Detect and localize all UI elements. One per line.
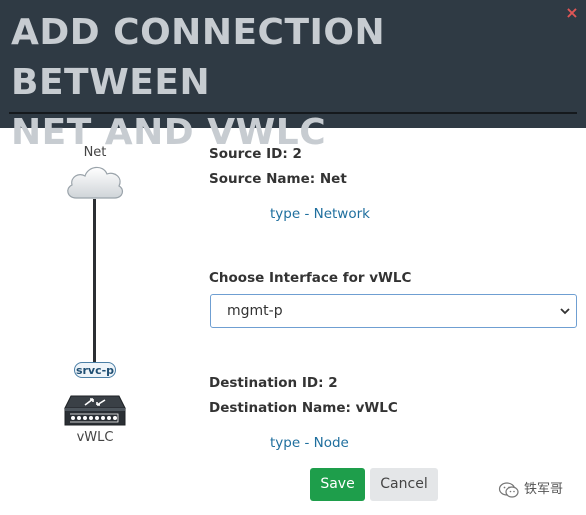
dest-id-label: Destination ID: xyxy=(209,375,324,391)
connection-line xyxy=(93,199,96,365)
cancel-button[interactable]: Cancel xyxy=(370,468,438,501)
source-type-link[interactable]: type - Network xyxy=(270,206,370,222)
dialog-title: ADD CONNECTION BETWEEN NET AND VWLC xyxy=(11,8,551,158)
dest-type-link[interactable]: type - Node xyxy=(270,435,349,451)
switch-icon xyxy=(64,395,126,426)
save-button[interactable]: Save xyxy=(310,468,365,501)
dialog-header: ADD CONNECTION BETWEEN NET AND VWLC × xyxy=(0,0,586,153)
dest-node-label: vWLC xyxy=(76,430,114,445)
source-id-value: 2 xyxy=(292,146,302,162)
interface-select[interactable]: mgmt-p xyxy=(210,294,577,328)
watermark-text: 铁军哥 xyxy=(524,482,564,497)
dest-id-row: Destination ID: 2 xyxy=(209,375,338,391)
title-divider xyxy=(9,112,577,114)
close-icon[interactable]: × xyxy=(565,3,579,22)
interface-label: Choose Interface for vWLC xyxy=(209,270,412,286)
dest-name-label: Destination Name: xyxy=(209,400,351,416)
link-badge: srvc-p xyxy=(74,362,116,378)
source-name-row: Source Name: Net xyxy=(209,171,347,187)
dialog-title-line1: ADD CONNECTION BETWEEN xyxy=(11,12,386,103)
source-name-label: Source Name: xyxy=(209,171,316,187)
interface-selected-value: mgmt-p xyxy=(227,303,283,319)
dest-name-value: vWLC xyxy=(355,400,398,416)
source-name-value: Net xyxy=(319,171,347,187)
dialog-title-line2: NET AND VWLC xyxy=(11,112,327,153)
chevron-down-icon xyxy=(560,308,570,315)
dest-id-value: 2 xyxy=(328,375,338,391)
dest-name-row: Destination Name: vWLC xyxy=(209,400,398,416)
source-id-label: Source ID: xyxy=(209,146,288,162)
cloud-icon xyxy=(67,166,124,199)
wechat-icon xyxy=(498,482,519,498)
source-node-label: Net xyxy=(83,145,107,160)
source-id-row: Source ID: 2 xyxy=(209,146,302,162)
